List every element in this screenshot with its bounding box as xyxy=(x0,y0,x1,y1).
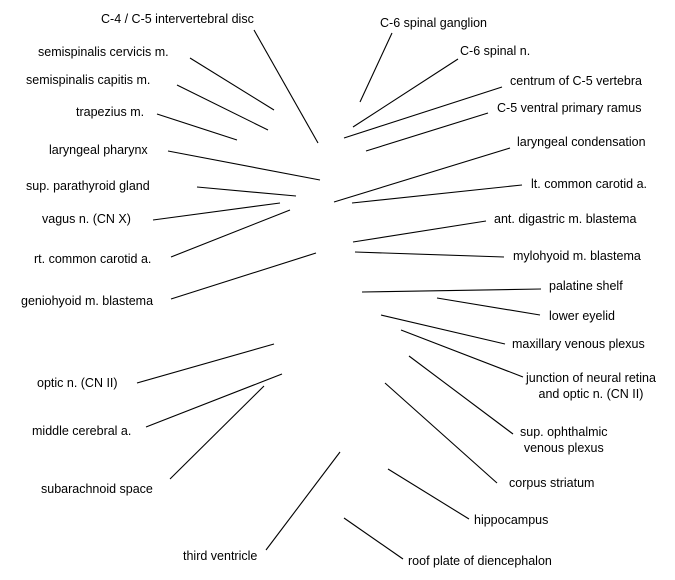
label-roof-plate-diencephalon: roof plate of diencephalon xyxy=(408,554,552,568)
leader-line xyxy=(351,184,523,204)
leader-line xyxy=(400,329,524,378)
label-rt-common-carotid: rt. common carotid a. xyxy=(34,252,152,266)
leader-line xyxy=(380,314,506,345)
leader-line xyxy=(408,355,514,435)
label-lower-eyelid: lower eyelid xyxy=(549,309,616,323)
leader-line xyxy=(333,147,511,203)
label-neural-retina-optic-junction: junction of neural retina and optic n. (… xyxy=(526,371,656,401)
label-c6-spinal-nerve: C-6 spinal n. xyxy=(460,44,531,58)
label-mylohyoid-blastema: mylohyoid m. blastema xyxy=(513,249,641,263)
leader-line xyxy=(189,57,275,111)
label-maxillary-venous-plexus: maxillary venous plexus xyxy=(512,337,645,351)
label-c6-spinal-ganglion: C-6 spinal ganglion xyxy=(380,16,488,30)
label-laryngeal-pharynx: laryngeal pharynx xyxy=(49,143,148,157)
label-ant-digastric-blastema: ant. digastric m. blastema xyxy=(494,212,637,226)
leader-line xyxy=(384,382,498,484)
label-vagus-nerve: vagus n. (CN X) xyxy=(42,212,131,226)
leader-line xyxy=(343,517,404,560)
label-semispinalis-cervicis: semispinalis cervicis m. xyxy=(38,45,169,59)
leader-line xyxy=(196,186,297,197)
label-semispinalis-capitis: semispinalis capitis m. xyxy=(26,73,151,87)
leader-line xyxy=(152,202,281,221)
leader-line xyxy=(343,86,503,139)
leader-line xyxy=(156,113,238,141)
leader-line xyxy=(361,288,542,293)
leader-line xyxy=(387,468,470,520)
label-subarachnoid-space: subarachnoid space xyxy=(41,482,153,496)
label-trapezius: trapezius m. xyxy=(76,105,145,119)
leader-line xyxy=(359,32,393,103)
leader-line xyxy=(169,385,265,480)
leader-line xyxy=(352,58,459,128)
label-optic-nerve: optic n. (CN II) xyxy=(37,376,118,390)
label-hippocampus: hippocampus xyxy=(474,513,549,527)
label-centrum-c5-vertebra: centrum of C-5 vertebra xyxy=(510,74,642,88)
leader-line xyxy=(176,84,269,131)
label-c4-c5-intervertebral-disc: C-4 / C-5 intervertebral disc xyxy=(101,12,254,26)
label-laryngeal-condensation: laryngeal condensation xyxy=(517,135,646,149)
leader-line xyxy=(253,29,319,144)
label-middle-cerebral-artery: middle cerebral a. xyxy=(32,424,132,438)
label-sup-parathyroid-gland: sup. parathyroid gland xyxy=(26,179,150,193)
leader-line xyxy=(352,220,487,243)
label-c5-ventral-primary-ramus: C-5 ventral primary ramus xyxy=(497,101,642,115)
label-palatine-shelf: palatine shelf xyxy=(549,279,623,293)
leader-line xyxy=(265,451,341,551)
leader-line xyxy=(170,209,291,258)
leader-line xyxy=(170,252,317,300)
leader-line xyxy=(354,251,505,258)
leader-line xyxy=(136,343,275,384)
leader-line xyxy=(145,373,283,428)
leader-line xyxy=(436,297,541,316)
leader-line xyxy=(167,150,321,181)
label-corpus-striatum: corpus striatum xyxy=(509,476,595,490)
label-lt-common-carotid: lt. common carotid a. xyxy=(531,177,648,191)
label-third-ventricle: third ventricle xyxy=(183,549,258,563)
label-geniohyoid-blastema: geniohyoid m. blastema xyxy=(21,294,154,308)
label-sup-ophthalmic-venous-plexus: sup. ophthalmic venous plexus xyxy=(520,425,608,455)
leader-line xyxy=(365,112,489,152)
